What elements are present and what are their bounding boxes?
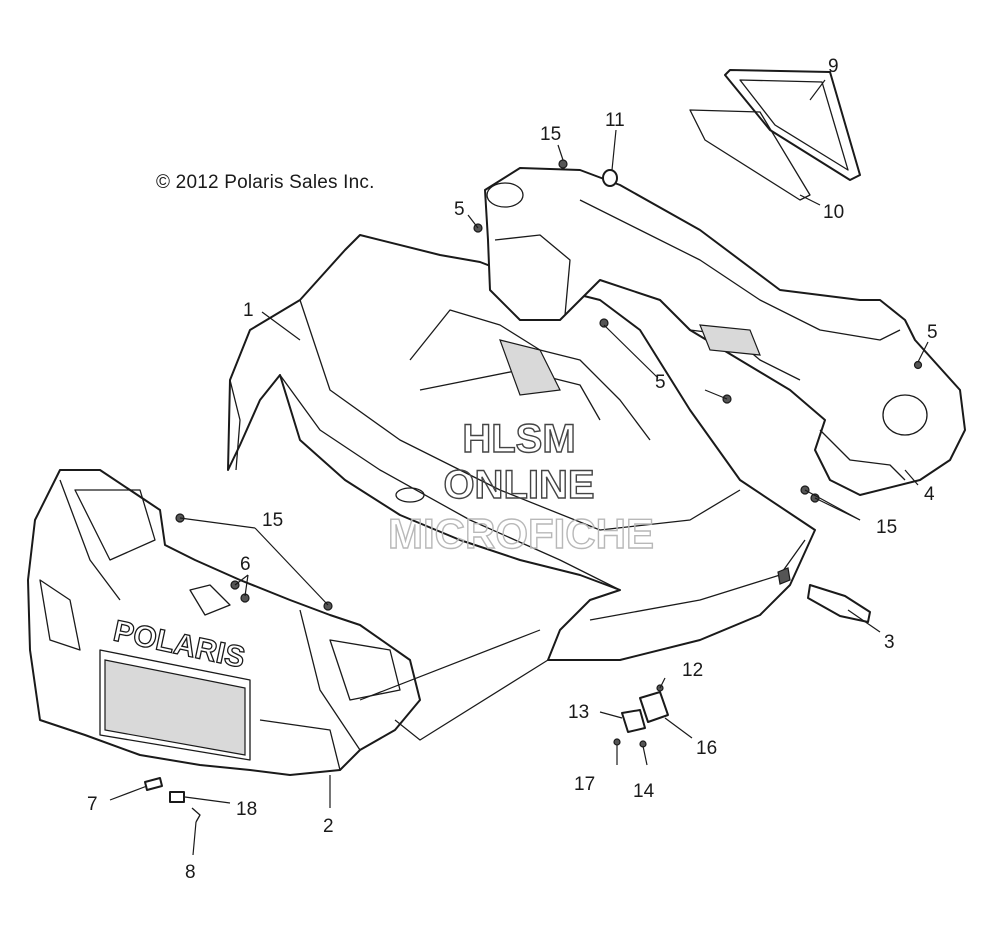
callout-15-right: 15 [876, 517, 897, 538]
leader-lines [109, 79, 929, 856]
callout-3: 3 [884, 632, 895, 653]
callout-11: 11 [605, 110, 625, 131]
part-cap [602, 169, 618, 187]
callout-18: 18 [236, 799, 257, 820]
callout-15-left: 15 [262, 510, 283, 531]
watermark: HLSM ONLINE MICROFICHE [387, 416, 654, 557]
callout-2: 2 [323, 816, 334, 837]
callout-14: 14 [633, 781, 655, 802]
part-rear-panel [484, 167, 966, 496]
callout-13: 13 [568, 702, 589, 723]
callout-6: 6 [240, 554, 251, 575]
callouts: 1 2 3 4 5 5 5 6 7 8 9 10 11 12 13 14 15 … [87, 56, 938, 883]
callout-4: 4 [924, 484, 935, 505]
callout-5-middle: 5 [655, 372, 666, 393]
bushing [169, 791, 185, 803]
watermark-line1: HLSM [462, 417, 575, 461]
callout-7: 7 [87, 794, 98, 815]
callout-5-top: 5 [454, 199, 465, 220]
guide-lines [359, 629, 549, 741]
part-window [724, 69, 861, 181]
callout-1: 1 [243, 300, 254, 321]
copyright-notice: © 2012 Polaris Sales Inc. [156, 172, 375, 193]
callout-16: 16 [696, 738, 717, 759]
callout-8: 8 [185, 862, 196, 883]
part-bracket [621, 709, 646, 733]
watermark-line3: MICROFICHE [388, 510, 654, 557]
part-grip [807, 584, 871, 623]
callout-5-right: 5 [927, 322, 938, 343]
part-switch [639, 691, 669, 723]
callout-12: 12 [682, 660, 703, 681]
callout-15-top: 15 [540, 124, 561, 145]
watermark-line2: ONLINE [443, 463, 594, 507]
part-hood [227, 234, 816, 661]
callout-17: 17 [574, 774, 595, 795]
pin [144, 777, 163, 791]
callout-10: 10 [823, 202, 844, 223]
part-front-cab: POLARIS [27, 469, 421, 776]
callout-9: 9 [828, 56, 839, 77]
